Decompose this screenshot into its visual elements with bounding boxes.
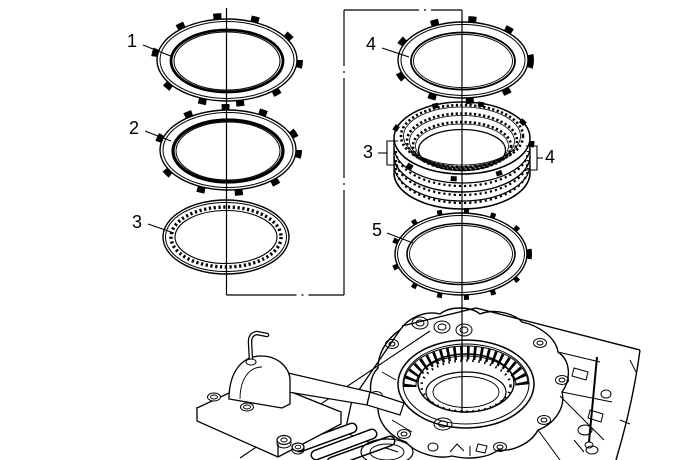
- callout-3: 3: [131, 212, 143, 232]
- friction-plate-3-icon: [162, 199, 290, 275]
- installer-tool-icon: [195, 330, 405, 458]
- callout-2: 2: [128, 118, 140, 138]
- callout-5: 5: [371, 220, 383, 240]
- callout-leader-lines: [142, 44, 543, 244]
- callout-4-stack: 4: [544, 147, 556, 167]
- clutch-plate-2-icon: [154, 104, 302, 196]
- clutch-plate-stack-icon: [389, 100, 535, 210]
- callout-1: 1: [126, 31, 138, 51]
- backing-plate-5-icon: [390, 208, 532, 300]
- clutch-plate-4-icon: [392, 16, 534, 104]
- clutch-plate-1-icon: [151, 13, 303, 107]
- hex-nuts-icon: [276, 434, 305, 455]
- callout-3-stack: 3: [362, 142, 374, 162]
- callout-4: 4: [365, 34, 377, 54]
